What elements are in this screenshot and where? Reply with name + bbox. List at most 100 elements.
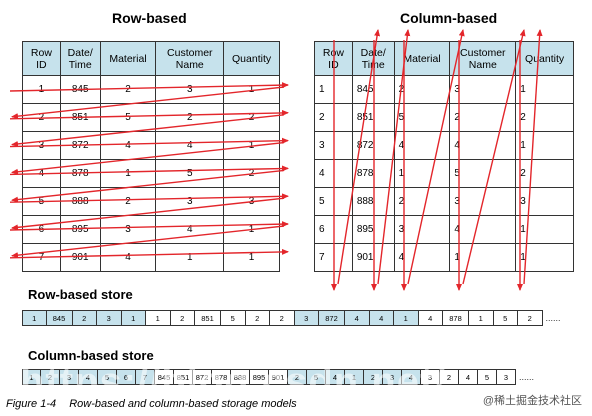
table-cell: 3 <box>155 75 225 104</box>
store-cell: 4 <box>369 310 394 326</box>
table-cell: 4 <box>22 159 61 188</box>
table-cell: 5 <box>449 159 517 188</box>
store-cell: 1 <box>146 310 171 326</box>
store-cell: 2 <box>41 369 60 385</box>
store-cell: 5 <box>221 310 246 326</box>
table-cell: 5 <box>314 187 353 216</box>
store-cell: 3 <box>97 310 122 326</box>
store-cell: 4 <box>345 310 370 326</box>
store-cell: 878 <box>212 369 231 385</box>
table-cell: 4 <box>99 243 157 272</box>
store-cell: 7 <box>136 369 155 385</box>
store-cell: 872 <box>319 310 345 326</box>
store-cell: 5 <box>307 369 326 385</box>
store-cell: 6 <box>117 369 136 385</box>
table-cell: 872 <box>351 131 395 160</box>
store-cell: 872 <box>193 369 212 385</box>
store-cell: 888 <box>231 369 250 385</box>
table-cell: 1 <box>223 243 280 272</box>
store-cell: 3 <box>60 369 79 385</box>
table-cell: 3 <box>22 131 61 160</box>
table-cell: 4 <box>393 131 451 160</box>
store-cell: 4 <box>402 369 421 385</box>
table-cell: 2 <box>223 159 280 188</box>
table-cell: 1 <box>515 75 574 104</box>
col-header-cell: Customer Name <box>449 41 517 76</box>
table-cell: 2 <box>393 187 451 216</box>
table-cell: 1 <box>223 131 280 160</box>
table-cell: 3 <box>515 187 574 216</box>
table-cell: 2 <box>155 103 225 132</box>
store-cell: 1 <box>22 369 41 385</box>
table-cell: 878 <box>59 159 101 188</box>
table-cell: 3 <box>314 131 353 160</box>
store-cell: 2 <box>288 369 307 385</box>
figure-caption: Figure 1-4 Row-based and column-based st… <box>6 398 297 410</box>
table-cell: 5 <box>99 103 157 132</box>
row-header-cell: Date/ Time <box>59 41 101 76</box>
store-cell: 4 <box>459 369 478 385</box>
table-cell: 1 <box>393 159 451 188</box>
table-cell: 845 <box>351 75 395 104</box>
table-cell: 888 <box>59 187 101 216</box>
watermark-text: https://blog.csdn.net/ <box>20 360 447 404</box>
table-cell: 2 <box>393 75 451 104</box>
table-cell: 4 <box>314 159 353 188</box>
store-cell: 2 <box>518 310 543 326</box>
store-cell: 4 <box>79 369 98 385</box>
store-cell: 4 <box>326 369 345 385</box>
table-cell: 888 <box>351 187 395 216</box>
table-cell: 1 <box>223 75 280 104</box>
table-cell: 1 <box>515 243 574 272</box>
table-cell: 2 <box>314 103 353 132</box>
row-header-cell: Row ID <box>22 41 61 76</box>
table-cell: 1 <box>314 75 353 104</box>
store-cell: 845 <box>155 369 174 385</box>
store-cell: 878 <box>443 310 469 326</box>
table-cell: 1 <box>155 243 225 272</box>
store-cell: 895 <box>250 369 269 385</box>
table-cell: 878 <box>351 159 395 188</box>
col-store-title: Column-based store <box>28 348 154 363</box>
table-cell: 895 <box>59 215 101 244</box>
store-ellipsis: ...... <box>519 372 535 382</box>
store-cell: 2 <box>440 369 459 385</box>
store-cell: 3 <box>294 310 319 326</box>
table-cell: 1 <box>223 215 280 244</box>
table-cell: 895 <box>351 215 395 244</box>
table-cell: 2 <box>449 103 517 132</box>
table-cell: 1 <box>22 75 61 104</box>
row-header-cell: Material <box>99 41 157 76</box>
table-cell: 901 <box>351 243 395 272</box>
table-cell: 7 <box>22 243 61 272</box>
site-logo-text: @稀土掘金技术社区 <box>482 395 582 407</box>
table-cell: 3 <box>449 75 517 104</box>
col-header-cell: Quantity <box>515 41 574 76</box>
figure-number: Figure 1-4 <box>6 398 57 410</box>
table-cell: 3 <box>393 215 451 244</box>
column-based-title: Column-based <box>400 10 498 26</box>
table-cell: 5 <box>22 187 61 216</box>
row-header-cell: Quantity <box>223 41 280 76</box>
store-cell: 4 <box>418 310 443 326</box>
table-cell: 7 <box>314 243 353 272</box>
row-header-cell: Customer Name <box>155 41 225 76</box>
store-cell: 3 <box>497 369 516 385</box>
store-cell: 1 <box>469 310 494 326</box>
table-cell: 2 <box>223 103 280 132</box>
table-cell: 2 <box>515 103 574 132</box>
col-header-cell: Material <box>393 41 451 76</box>
store-cell: 2 <box>364 369 383 385</box>
